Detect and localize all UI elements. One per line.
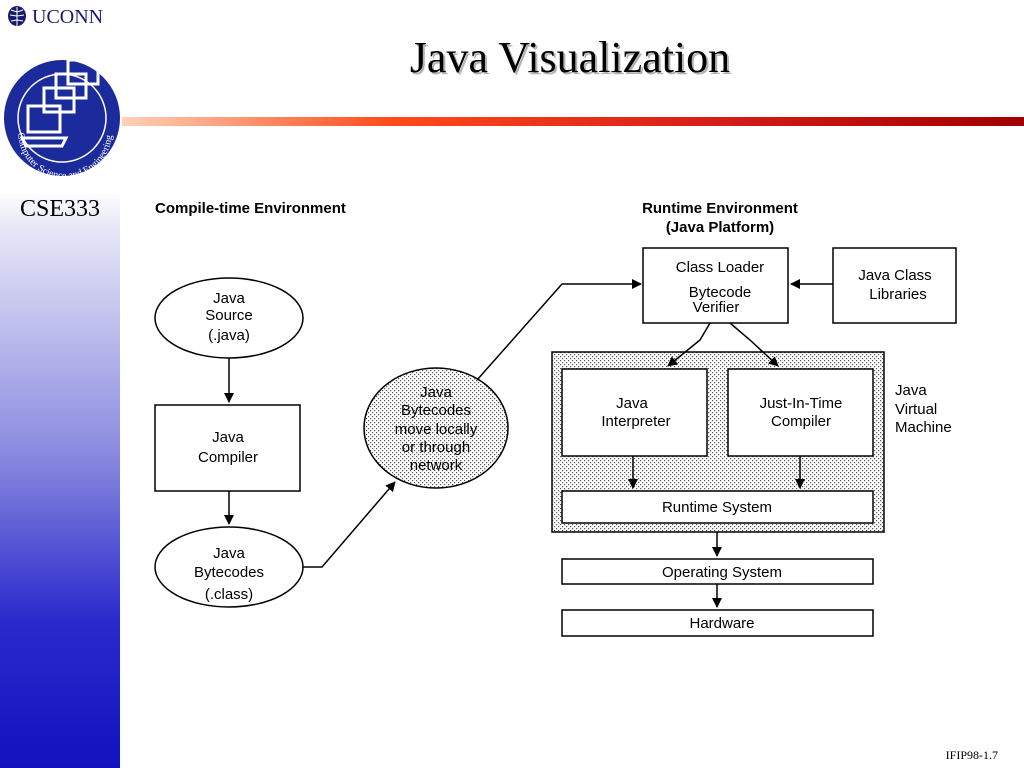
network-line1: Java: [420, 384, 452, 401]
jvm-label-line2: Virtual: [895, 401, 937, 418]
compiler-line1: Java: [212, 429, 244, 446]
bytecodes-line2: Bytecodes: [194, 564, 264, 581]
jvm-label: Java Virtual Machine: [895, 382, 952, 436]
network-line3: move locally: [395, 421, 478, 438]
page-title: Java Visualization: [409, 33, 731, 82]
source-line3: (.java): [208, 327, 250, 344]
jit-line1: Just-In-Time: [760, 395, 843, 412]
compile-time-heading: Compile-time Environment: [155, 200, 346, 217]
cse-logo-panel: Computer Science and Engineering: [0, 38, 120, 193]
network-line5: network: [410, 457, 463, 474]
runtime-heading-line2: (Java Platform): [666, 219, 774, 236]
source-line2: Source: [205, 307, 253, 324]
bytecodes-line3: (.class): [205, 586, 253, 603]
java-compiler-node: Java Compiler: [154, 404, 301, 492]
oak-leaf-icon: [8, 6, 26, 27]
jvm-label-line1: Java: [895, 382, 927, 399]
operating-system-node: Operating System: [561, 558, 874, 585]
class-libraries-node: Java Class Libraries: [832, 247, 957, 324]
uconn-brand: UCONN: [6, 4, 103, 30]
java-bytecodes-node: Java Bytecodes (.class): [154, 526, 304, 608]
java-interpreter-node: Java Interpreter: [561, 368, 708, 457]
loader-line2: Bytecode: [689, 284, 752, 301]
operating-system-label: Operating System: [662, 564, 782, 581]
jvm-label-line3: Machine: [895, 419, 952, 436]
hardware-node: Hardware: [561, 609, 874, 637]
runtime-system-label: Runtime System: [662, 499, 772, 516]
interpreter-line1: Java: [616, 395, 648, 412]
slide-footer: IFIP98-1.7: [945, 748, 998, 762]
libraries-line2: Libraries: [869, 286, 927, 303]
network-transfer-node: Java Bytecodes move locally or through n…: [363, 367, 509, 489]
network-line2: Bytecodes: [401, 402, 471, 419]
libraries-line1: Java Class: [858, 267, 931, 284]
hardware-label: Hardware: [689, 615, 754, 632]
title-underline-bar: [122, 117, 1024, 126]
runtime-system-node: Runtime System: [561, 490, 874, 524]
source-line1: Java: [213, 290, 245, 307]
network-line4: or through: [402, 439, 470, 456]
loader-line1: Class Loader: [676, 259, 764, 276]
compiler-line2: Compiler: [198, 449, 258, 466]
uconn-wordmark: UCONN: [32, 5, 104, 28]
course-label: CSE333: [19, 196, 100, 222]
java-source-node: Java Source (.java): [154, 277, 304, 359]
class-loader-node: Class Loader Bytecode Verifier: [642, 247, 789, 324]
jit-compiler-node: Just-In-Time Compiler: [727, 368, 874, 457]
bytecodes-line1: Java: [213, 545, 245, 562]
runtime-heading-line1: Runtime Environment: [642, 200, 798, 217]
interpreter-line2: Interpreter: [601, 413, 670, 430]
loader-line3: Verifier: [693, 299, 740, 316]
jit-line2: Compiler: [771, 413, 831, 430]
cse-logo-icon: Computer Science and Engineering: [4, 58, 120, 182]
